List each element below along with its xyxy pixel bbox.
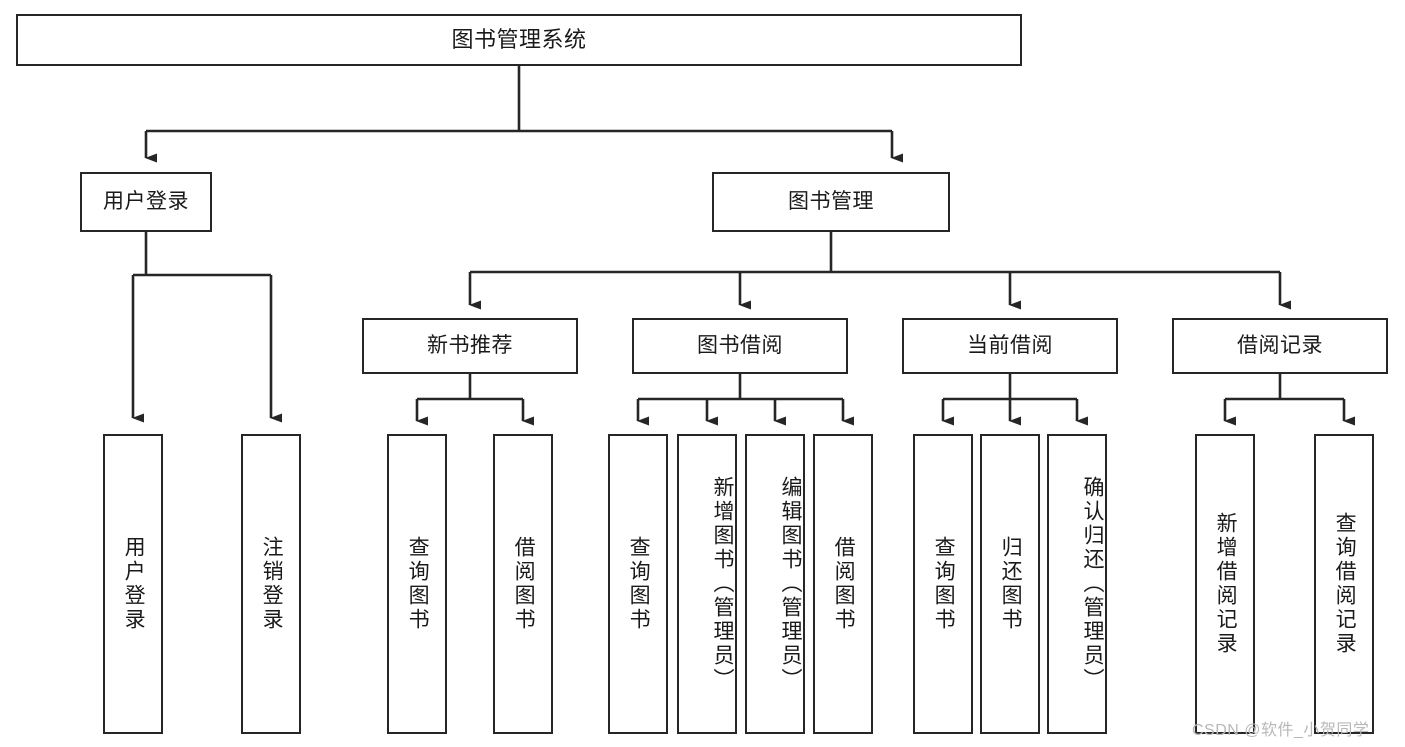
- node-leaf-user-login[interactable]: 用户登录: [103, 434, 163, 734]
- node-current-borrow[interactable]: 当前借阅: [902, 318, 1118, 374]
- node-leaf-query-book-2[interactable]: 查询图书: [608, 434, 668, 734]
- node-label: 查询图书: [627, 536, 651, 632]
- node-label: 图书管理系统: [451, 26, 587, 52]
- node-label: 当前借阅: [967, 334, 1053, 358]
- node-label: 新增图书（管理员）: [711, 476, 734, 692]
- node-leaf-edit-book[interactable]: 编辑图书（管理员）: [745, 434, 805, 734]
- node-label: 用户登录: [122, 536, 146, 632]
- node-leaf-add-book[interactable]: 新增图书（管理员）: [677, 434, 737, 734]
- node-label: 用户登录: [103, 190, 189, 214]
- node-label: 新增借阅记录: [1214, 512, 1238, 656]
- node-leaf-borrow-book-1[interactable]: 借阅图书: [493, 434, 553, 734]
- node-root-system[interactable]: 图书管理系统: [16, 14, 1022, 66]
- node-leaf-query-record[interactable]: 查询借阅记录: [1314, 434, 1374, 734]
- node-label: 确认归还（管理员）: [1081, 476, 1104, 692]
- node-label: 查询图书: [406, 536, 430, 632]
- node-label: 查询图书: [932, 536, 956, 632]
- node-label: 图书管理: [788, 190, 874, 214]
- node-label: 归还图书: [999, 536, 1023, 632]
- node-label: 新书推荐: [427, 334, 513, 358]
- node-label: 借阅图书: [512, 536, 536, 632]
- node-new-book-recommend[interactable]: 新书推荐: [362, 318, 578, 374]
- node-leaf-query-book-1[interactable]: 查询图书: [387, 434, 447, 734]
- node-leaf-user-logout[interactable]: 注销登录: [241, 434, 301, 734]
- node-leaf-confirm-return[interactable]: 确认归还（管理员）: [1047, 434, 1107, 734]
- node-borrow-record[interactable]: 借阅记录: [1172, 318, 1388, 374]
- watermark: CSDN @软件_小贺同学: [1192, 722, 1370, 739]
- node-leaf-borrow-book-2[interactable]: 借阅图书: [813, 434, 873, 734]
- node-leaf-query-book-3[interactable]: 查询图书: [913, 434, 973, 734]
- node-label: 借阅图书: [832, 536, 856, 632]
- node-user-login[interactable]: 用户登录: [80, 172, 212, 232]
- node-book-management[interactable]: 图书管理: [712, 172, 950, 232]
- node-label: 编辑图书（管理员）: [779, 476, 802, 692]
- node-leaf-add-record[interactable]: 新增借阅记录: [1195, 434, 1255, 734]
- node-label: 查询借阅记录: [1333, 512, 1357, 656]
- node-label: 注销登录: [260, 536, 284, 632]
- node-book-borrow[interactable]: 图书借阅: [632, 318, 848, 374]
- node-leaf-return-book[interactable]: 归还图书: [980, 434, 1040, 734]
- node-label: 图书借阅: [697, 334, 783, 358]
- node-label: 借阅记录: [1237, 334, 1323, 358]
